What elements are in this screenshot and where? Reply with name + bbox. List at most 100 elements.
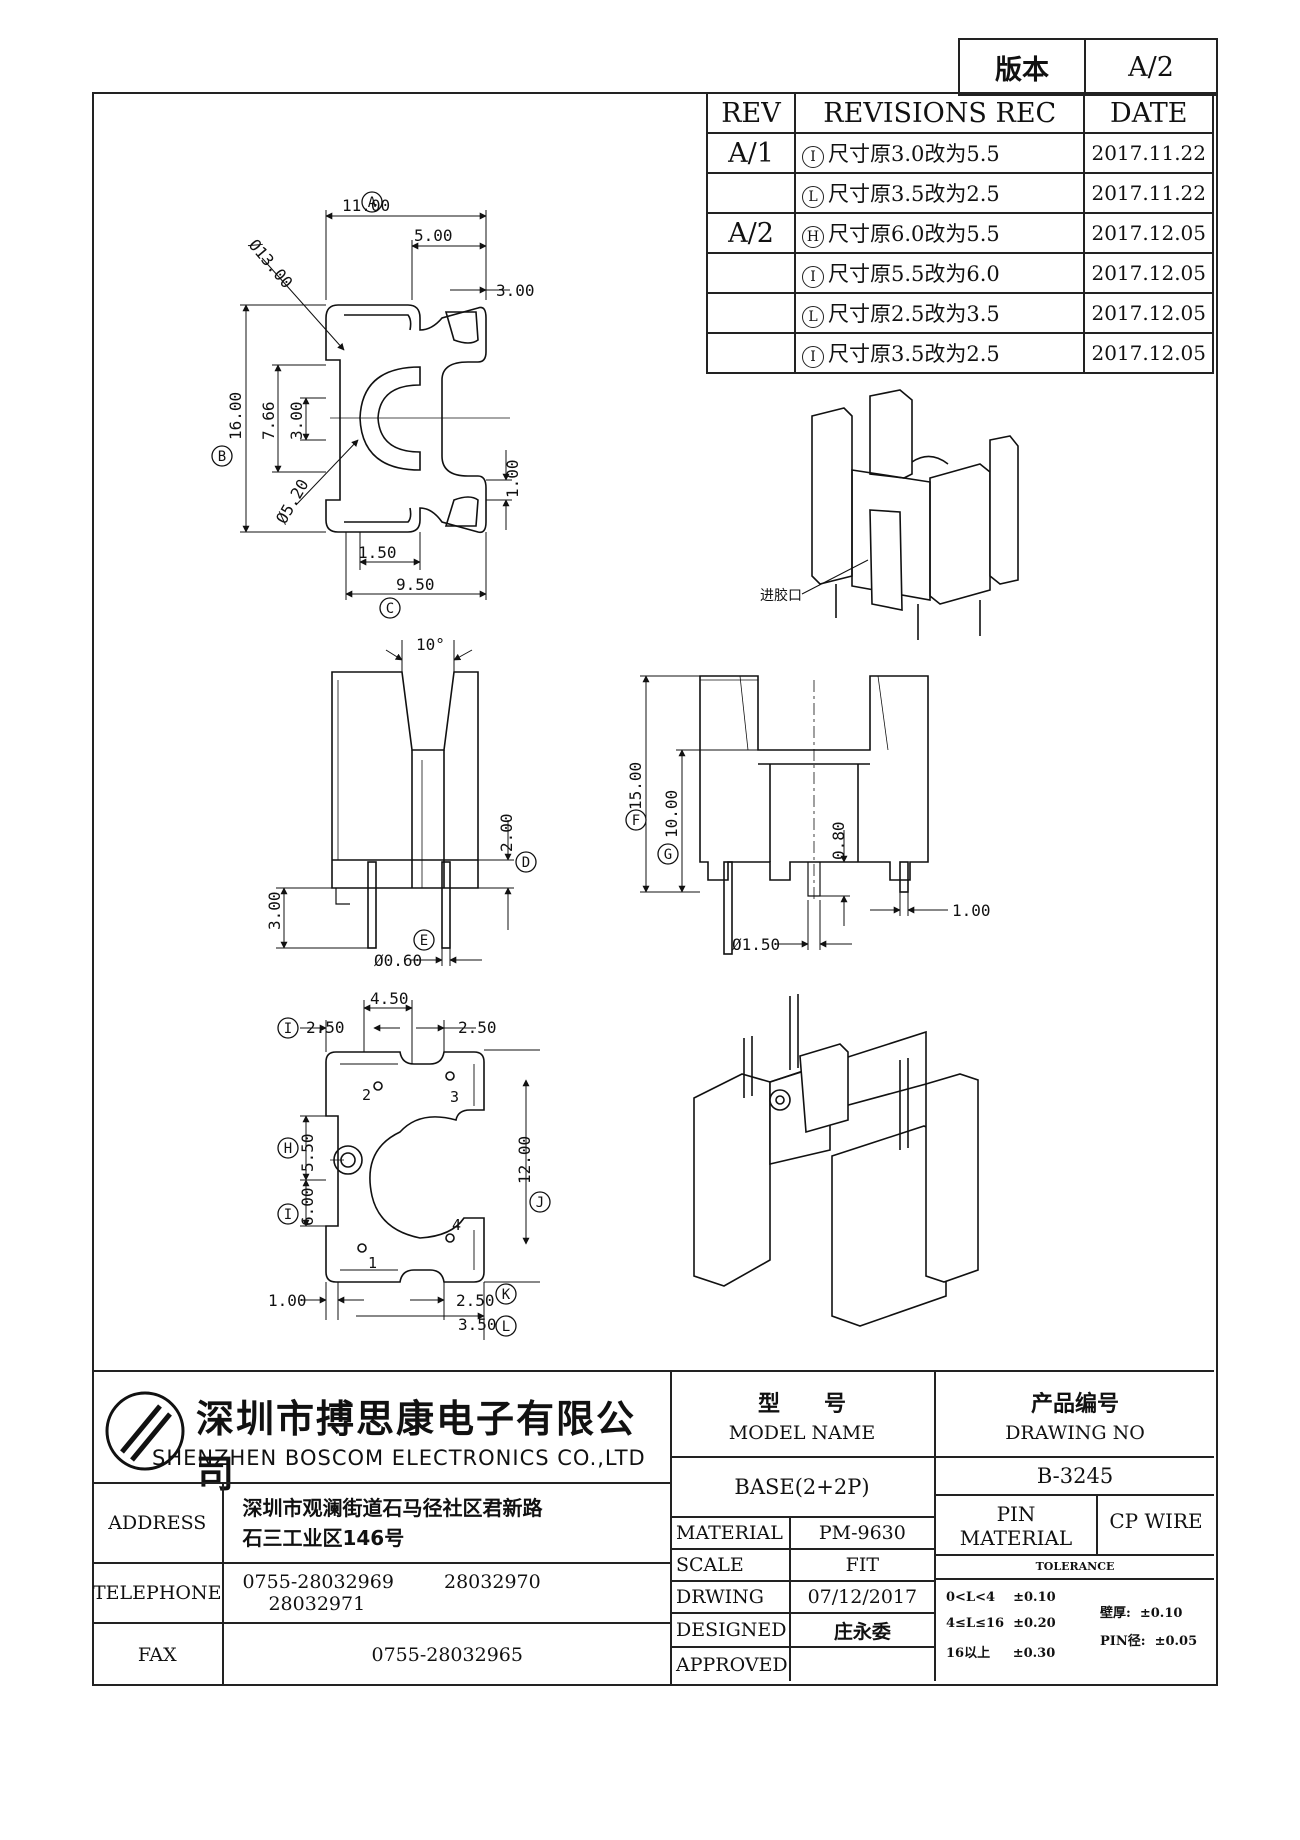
drawing-label-cn: 产品编号 <box>1030 1392 1119 1417</box>
address-cell: 深圳市观澜街道石马径社区君新路 石三工业区146号 <box>222 1482 672 1564</box>
revision-marker: L <box>802 186 824 208</box>
front-view-labels: 10° 2.00 3.00 Ø0.60 <box>265 635 516 970</box>
isometric-view-bottom <box>693 994 979 1327</box>
designed-label: DESIGNED <box>670 1612 791 1648</box>
version-value: A/2 <box>1128 51 1174 83</box>
revision-date: 2017.11.22 <box>1083 132 1214 174</box>
revision-text: 尺寸原3.0改为5.5 <box>828 142 1000 166</box>
side-view-markers: F G <box>625 809 679 865</box>
telephone-1: 0755-28032969 <box>242 1571 394 1593</box>
side-view-dimensions <box>640 675 948 950</box>
address-line2: 石三工业区146号 <box>242 1526 405 1550</box>
front-pin-left <box>367 861 377 949</box>
top-view-dimensions <box>240 210 512 600</box>
revision-rev <box>706 252 796 294</box>
pin-label-1: 1 <box>368 1254 377 1272</box>
tolerance-line-3: 16以上 ±0.30 <box>946 1646 1056 1661</box>
title-block: 深圳市搏思康电子有限公司 SHENZHEN BOSCOM ELECTRONICS… <box>92 1370 1214 1685</box>
marker-i: I <box>284 1207 292 1223</box>
pin-hole-4 <box>445 1233 455 1243</box>
bottom-view-outline <box>325 1051 485 1283</box>
revision-marker: I <box>802 346 824 368</box>
dim-11: 11.00 <box>342 196 390 215</box>
dim-dia13: Ø13.00 <box>245 236 297 292</box>
marker-c: C <box>386 601 394 617</box>
dim-5-5: 5.50 <box>298 1133 317 1172</box>
fax-value: 0755-28032965 <box>222 1622 672 1685</box>
dim-7-66: 7.66 <box>259 401 278 440</box>
marker-k: K <box>502 1287 511 1303</box>
marker-f: F <box>632 813 640 829</box>
front-view-outline <box>331 671 479 889</box>
dim-0-8: 0.80 <box>829 821 848 860</box>
model-header: 型 号 MODEL NAME <box>670 1372 936 1458</box>
revision-rev <box>706 172 796 214</box>
marker-j: J <box>536 1195 544 1211</box>
spec-area: 型 号 MODEL NAME 产品编号 DRAWING NO BASE(2+2P… <box>670 1372 1214 1684</box>
fax-label: FAX <box>92 1622 225 1685</box>
dim-5: 5.00 <box>414 226 453 245</box>
revision-marker: I <box>802 266 824 288</box>
revisions-rec-header: REVISIONS REC <box>793 92 1086 134</box>
dim-dia5-2: Ø5.20 <box>272 476 313 527</box>
revision-marker: H <box>802 226 824 248</box>
address-line1: 深圳市观澜街道石马径社区君新路 <box>242 1496 543 1520</box>
pin-hole-3 <box>445 1071 455 1081</box>
pin-material-value: CP WIRE <box>1098 1496 1214 1556</box>
marker-l: L <box>502 1319 510 1335</box>
dim-6: 6.00 <box>298 1187 317 1226</box>
bottom-view-labels: 4.50 2.50 2.50 5.50 6.00 12.00 1.00 2.50… <box>268 989 534 1334</box>
tolerance-line-1: 0<L<4 ±0.10 <box>946 1590 1056 1605</box>
side-pin-right <box>899 861 909 893</box>
marker-i-top: I <box>284 1021 292 1037</box>
spec-table: MATERIAL PM-9630 SCALE FIT DRWING 07/12/… <box>670 1516 937 1681</box>
drawing-frame <box>92 92 1218 1686</box>
dim-3-front: 3.00 <box>265 891 284 930</box>
revision-date: 2017.12.05 <box>1083 252 1214 294</box>
bottom-view-markers: I H I J K L <box>277 1017 551 1337</box>
dim-15: 15.00 <box>626 762 645 810</box>
bottom-view-dimensions <box>300 1000 540 1340</box>
front-view <box>331 671 479 949</box>
model-value: BASE(2+2P) <box>670 1458 936 1516</box>
model-label-cn: 型 号 <box>757 1392 846 1417</box>
dim-2-5-k: 2.50 <box>456 1291 495 1310</box>
top-view-inner-outline <box>344 314 412 523</box>
front-pin-right <box>441 861 451 949</box>
revision-rev: A/1 <box>706 132 796 174</box>
telephone-cell: 0755-28032969 28032970 28032971 <box>222 1562 672 1624</box>
marker-d: D <box>522 855 530 871</box>
top-view-labels: 11.00 5.00 3.00 Ø13.00 16.00 7.66 3.00 Ø… <box>226 196 535 594</box>
drawing-value: B-3245 <box>936 1458 1214 1496</box>
pin-label-4: 4 <box>452 1216 461 1234</box>
dim-2-5-right: 2.50 <box>458 1018 497 1037</box>
scale-label: SCALE <box>670 1548 791 1582</box>
dim-1-5: 1.50 <box>358 543 397 562</box>
revision-text: 尺寸原3.5改为2.5 <box>828 182 1000 206</box>
tolerance-area: 0<L<4 ±0.10 4≤L≤16 ±0.20 16以上 ±0.30 壁厚: … <box>946 1586 1212 1676</box>
dim-dia1-5: Ø1.50 <box>732 935 780 954</box>
pin-label-2: 2 <box>362 1086 371 1104</box>
side-view-outline <box>699 675 929 881</box>
marker-b: B <box>218 449 226 465</box>
top-view-markers: A B C <box>211 191 401 619</box>
side-view <box>699 675 929 955</box>
marker-e: E <box>420 933 428 949</box>
isometric-label-group: 进胶口 <box>760 559 869 604</box>
pin-hole-2 <box>373 1081 383 1091</box>
dim-3-v: 3.00 <box>287 401 306 440</box>
marker-g: G <box>664 847 672 863</box>
telephone-3: 28032971 <box>268 1593 366 1615</box>
tolerance-line-5: PIN径: ±0.05 <box>1100 1634 1198 1649</box>
revision-rev <box>706 292 796 334</box>
pin-label-3: 3 <box>450 1088 459 1106</box>
tolerance-line-4: 壁厚: ±0.10 <box>1100 1606 1183 1621</box>
dim-12: 12.00 <box>515 1136 534 1184</box>
